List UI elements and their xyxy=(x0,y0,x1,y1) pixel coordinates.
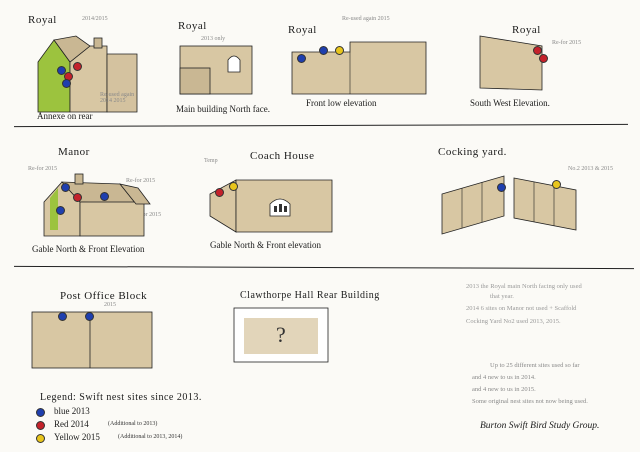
cocking-yard-sketch xyxy=(441,175,577,235)
summary-line-1: Up to 25 different sites used so far xyxy=(490,362,580,369)
divider-2 xyxy=(14,265,634,270)
manor-sketch xyxy=(43,173,151,237)
manor-nest-blue-2 xyxy=(100,192,109,201)
clawthorpe-question-mark: ? xyxy=(276,322,286,347)
faint-note-4: Cocking Yard No2 used 2013, 2015. xyxy=(466,318,561,325)
royal-front-caption: Front low elevation xyxy=(306,98,377,108)
manor-note-right-2: Re-for 2015 xyxy=(132,212,162,218)
post-office-nest-blue-2 xyxy=(85,312,94,321)
manor-nest-red xyxy=(73,193,82,202)
front-nest-yellow xyxy=(335,46,344,55)
manor-note-right-1: Re-for 2015 xyxy=(126,178,156,184)
summary-line-3: and 4 new to us in 2015. xyxy=(472,386,536,393)
cocking-nest-yellow xyxy=(552,180,561,189)
coach-nest-red xyxy=(215,188,224,197)
royal-front-title: Royal xyxy=(288,24,317,36)
royal-main-title: Royal xyxy=(178,20,207,32)
royal-main-caption: Main building North face. xyxy=(176,104,270,114)
legend-title: Legend: Swift nest sites since 2013. xyxy=(40,392,202,403)
royal-sw-title: Royal xyxy=(512,24,541,36)
signature: Burton Swift Bird Study Group. xyxy=(480,421,600,431)
clawthorpe-title: Clawthorpe Hall Rear Building xyxy=(240,290,380,301)
summary-line-4: Some original nest sites not now being u… xyxy=(472,398,588,405)
legend-red-dot xyxy=(36,421,45,430)
legend-blue-label: blue 2013 xyxy=(54,406,90,416)
manor-nest-blue-3 xyxy=(56,206,65,215)
annexe-nest-blue-2 xyxy=(62,79,71,88)
post-office-title: Post Office Block xyxy=(60,290,148,302)
manor-caption: Gable North & Front Elevation xyxy=(32,244,145,254)
front-nest-blue-1 xyxy=(297,54,306,63)
royal-annexe-note-side: Re-used again 2014 2015 xyxy=(100,92,135,104)
cocking-yard-title: Cocking yard. xyxy=(438,146,507,158)
coach-house-note: Temp xyxy=(204,158,218,164)
royal-sw-note-side: Re-for 2015 xyxy=(552,40,582,46)
coach-house-sketch xyxy=(209,179,333,233)
legend-blue-dot xyxy=(36,408,45,417)
royal-annexe-caption: Annexe on rear xyxy=(37,111,93,121)
royal-sw-caption: South West Elevation. xyxy=(470,98,550,108)
royal-annexe-sketch xyxy=(37,35,138,113)
clawthorpe-sketch xyxy=(233,307,329,363)
faint-note-1: 2013 the Royal main North facing only us… xyxy=(466,283,582,290)
royal-main-note-top: 2013 only xyxy=(201,36,226,42)
cocking-nest-blue xyxy=(497,183,506,192)
faint-note-2: that year. xyxy=(490,293,514,300)
manor-note-left: Re-for 2015 xyxy=(28,166,58,172)
summary-line-2: and 4 new to us in 2014. xyxy=(472,374,536,381)
royal-front-sketch xyxy=(291,41,427,95)
legend-yellow-sub: (Additional to 2013, 2014) xyxy=(118,434,183,440)
manor-nest-blue-1 xyxy=(61,183,70,192)
faint-note-3: 2014 6 sites on Manor not used + Scaffol… xyxy=(466,305,577,312)
post-office-sketch xyxy=(31,311,153,369)
cocking-yard-note: No.2 2013 & 2015 xyxy=(568,166,613,172)
annexe-nest-blue xyxy=(57,66,66,75)
legend-yellow-dot xyxy=(36,434,45,443)
coach-house-title: Coach House xyxy=(250,150,315,162)
royal-main-sketch xyxy=(179,45,253,95)
coach-house-caption: Gable North & Front elevation xyxy=(210,240,321,250)
post-office-note: 2015 xyxy=(104,302,116,308)
sw-nest-red-1 xyxy=(533,46,542,55)
legend-yellow-label: Yellow 2015 xyxy=(54,432,100,442)
royal-front-note-top: Re-used again 2015 xyxy=(342,16,390,22)
legend-red-sub: (Additional to 2013) xyxy=(108,421,158,427)
royal-sw-sketch xyxy=(479,35,543,91)
royal-annexe-title: Royal xyxy=(28,14,57,26)
legend-red-label: Red 2014 xyxy=(54,419,89,429)
royal-annexe-note-top: 2014/2015 xyxy=(82,16,108,22)
front-nest-blue-2 xyxy=(319,46,328,55)
divider-1 xyxy=(14,123,628,128)
coach-nest-yellow xyxy=(229,182,238,191)
sw-nest-red-2 xyxy=(539,54,548,63)
post-office-nest-blue-1 xyxy=(58,312,67,321)
manor-title: Manor xyxy=(58,146,90,158)
annexe-nest-red-2 xyxy=(73,62,82,71)
